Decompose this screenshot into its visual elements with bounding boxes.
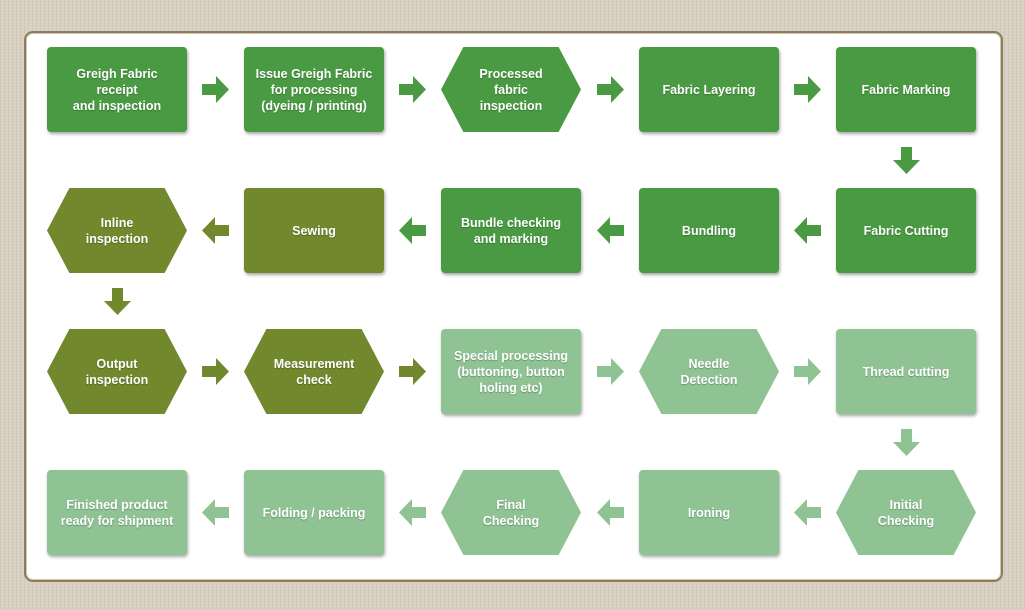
- step-finished-product: Finished product ready for shipment: [47, 470, 187, 555]
- step-final-checking: Final Checking: [441, 470, 581, 555]
- arrow-left-icon: [399, 499, 426, 526]
- arrow-right-icon: [596, 358, 624, 385]
- step-fabric-marking: Fabric Marking: [836, 47, 976, 132]
- arrow-shape: [794, 358, 821, 385]
- step-inline-inspection: Inline inspection: [47, 188, 187, 273]
- arrow-right-icon: [202, 358, 229, 385]
- step-label: Bundle checking and marking: [460, 215, 562, 246]
- arrow-shape: [103, 287, 131, 315]
- arrow-shape: [399, 358, 426, 385]
- step-label: Bundling: [681, 223, 737, 238]
- step-label: Fabric Marking: [861, 82, 951, 97]
- step-greigh-receipt: Greigh Fabric receipt and inspection: [47, 47, 187, 132]
- step-label: Finished product ready for shipment: [60, 497, 174, 528]
- step-fabric-cutting: Fabric Cutting: [836, 188, 976, 273]
- step-label: Output inspection: [85, 356, 149, 387]
- arrow-shape: [892, 428, 920, 456]
- arrow-right-icon: [794, 358, 821, 385]
- step-bundle-checking: Bundle checking and marking: [441, 188, 581, 273]
- step-label: Ironing: [687, 505, 731, 520]
- arrow-down-icon: [892, 428, 920, 456]
- step-output-inspection: Output inspection: [47, 329, 187, 414]
- arrow-shape: [399, 499, 426, 526]
- step-label: Inline inspection: [85, 215, 149, 246]
- step-label: Final Checking: [482, 497, 540, 528]
- arrow-left-icon: [596, 499, 624, 526]
- arrow-shape: [596, 76, 624, 103]
- step-folding-packing: Folding / packing: [244, 470, 384, 555]
- step-label: Needle Detection: [680, 356, 738, 387]
- arrow-right-icon: [399, 358, 426, 385]
- arrow-shape: [596, 358, 624, 385]
- arrow-shape: [202, 76, 229, 103]
- arrow-shape: [794, 76, 821, 103]
- step-processed-inspection: Processed fabric inspection: [441, 47, 581, 132]
- arrow-shape: [794, 499, 821, 526]
- arrow-right-icon: [596, 76, 624, 103]
- arrow-shape: [202, 217, 229, 244]
- step-ironing: Ironing: [639, 470, 779, 555]
- step-fabric-layering: Fabric Layering: [639, 47, 779, 132]
- arrow-left-icon: [202, 499, 229, 526]
- arrow-left-icon: [399, 217, 426, 244]
- step-special-processing: Special processing (buttoning, button ho…: [441, 329, 581, 414]
- step-needle-detection: Needle Detection: [639, 329, 779, 414]
- step-label: Fabric Cutting: [863, 223, 949, 238]
- step-label: Processed fabric inspection: [479, 66, 543, 113]
- arrow-shape: [399, 76, 426, 103]
- arrow-right-icon: [202, 76, 229, 103]
- step-measurement-check: Measurement check: [244, 329, 384, 414]
- arrow-left-icon: [596, 217, 624, 244]
- step-label: Folding / packing: [262, 505, 366, 520]
- arrow-left-icon: [794, 499, 821, 526]
- step-label: Thread cutting: [862, 364, 950, 379]
- step-label: Sewing: [292, 223, 336, 238]
- arrow-left-icon: [202, 217, 229, 244]
- step-sewing: Sewing: [244, 188, 384, 273]
- arrow-down-icon: [103, 287, 131, 315]
- step-label: Special processing (buttoning, button ho…: [454, 348, 568, 395]
- step-label: Issue Greigh Fabric for processing (dyei…: [255, 66, 373, 113]
- step-bundling: Bundling: [639, 188, 779, 273]
- step-label: Measurement check: [273, 356, 355, 387]
- arrow-shape: [202, 358, 229, 385]
- arrow-down-icon: [892, 146, 920, 174]
- step-initial-checking: Initial Checking: [836, 470, 976, 555]
- arrow-left-icon: [794, 217, 821, 244]
- arrow-right-icon: [794, 76, 821, 103]
- step-thread-cutting: Thread cutting: [836, 329, 976, 414]
- arrow-shape: [892, 146, 920, 174]
- arrow-right-icon: [399, 76, 426, 103]
- arrow-shape: [202, 499, 229, 526]
- step-label: Greigh Fabric receipt and inspection: [72, 66, 162, 113]
- arrow-shape: [596, 217, 624, 244]
- arrow-shape: [596, 499, 624, 526]
- step-label: Initial Checking: [877, 497, 935, 528]
- arrow-shape: [399, 217, 426, 244]
- arrow-shape: [794, 217, 821, 244]
- step-issue-greigh: Issue Greigh Fabric for processing (dyei…: [244, 47, 384, 132]
- step-label: Fabric Layering: [662, 82, 756, 97]
